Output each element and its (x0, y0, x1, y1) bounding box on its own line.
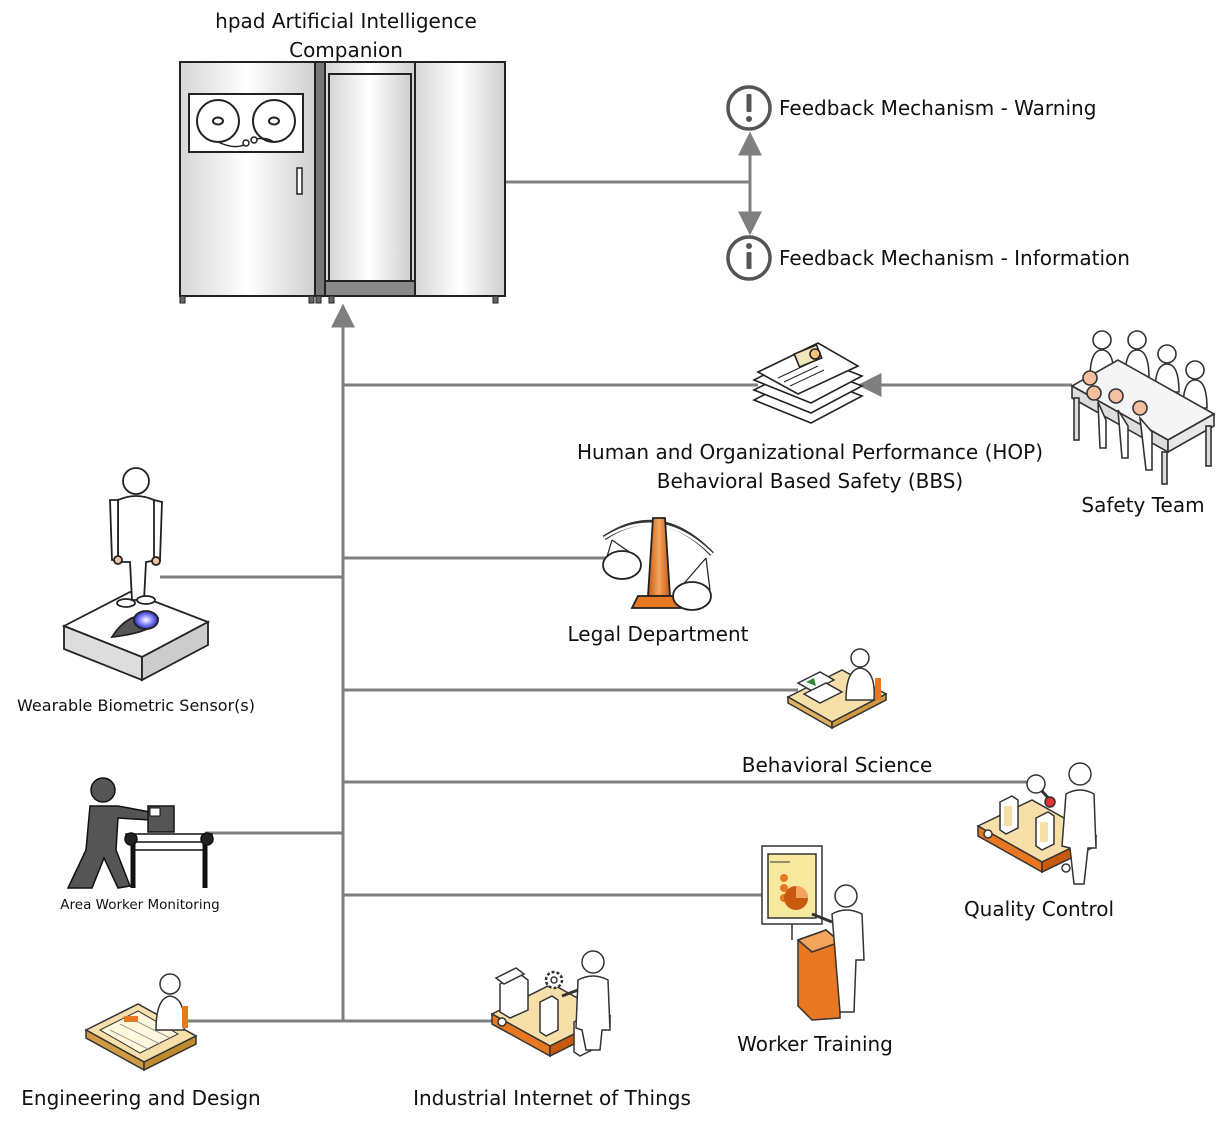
quality-control-label: Quality Control (963, 897, 1115, 921)
behavioral-science-label: Behavioral Science (741, 753, 933, 777)
info-circle-icon (726, 235, 772, 281)
safety-team-label: Safety Team (1081, 493, 1205, 517)
biometric-sensor-label: Wearable Biometric Sensor(s) (17, 696, 255, 715)
iiot-label: Industrial Internet of Things (413, 1086, 691, 1110)
hop-label-line1: Human and Organizational Performance (HO… (576, 440, 1044, 464)
feedback-warning-label: Feedback Mechanism - Warning (779, 96, 1097, 120)
legal-department-label: Legal Department (567, 622, 749, 646)
worker-training-label: Worker Training (737, 1032, 893, 1056)
hub-title: hpad Artificial Intelligence Companion (215, 7, 477, 65)
worker-at-machine-icon (66, 777, 214, 889)
hub-title-line1: hpad Artificial Intelligence (215, 9, 477, 33)
hop-label-line2: Behavioral Based Safety (BBS) (656, 469, 964, 493)
hub-title-line2: Companion (289, 38, 403, 62)
area-worker-monitoring-label: Area Worker Monitoring (60, 897, 220, 913)
robotic-conveyor-icon (490, 950, 612, 1058)
connectors (160, 131, 1072, 1023)
documents-stack-icon (752, 342, 864, 424)
person-at-desk-icon (786, 648, 888, 730)
scales-of-justice-icon (602, 517, 714, 611)
exclamation-circle-icon (726, 85, 772, 131)
meeting-table-icon (1070, 330, 1216, 485)
drafting-table-icon (84, 973, 198, 1072)
hop-label: Human and Organizational Performance (HO… (577, 438, 1043, 496)
server-cabinet-icon (179, 61, 506, 304)
inspector-conveyor-icon (976, 762, 1098, 885)
feedback-information-label: Feedback Mechanism - Information (779, 246, 1130, 270)
person-on-sensor-pad-icon (61, 467, 211, 682)
engineering-design-label: Engineering and Design (21, 1086, 261, 1110)
presenter-podium-icon (761, 845, 865, 1021)
